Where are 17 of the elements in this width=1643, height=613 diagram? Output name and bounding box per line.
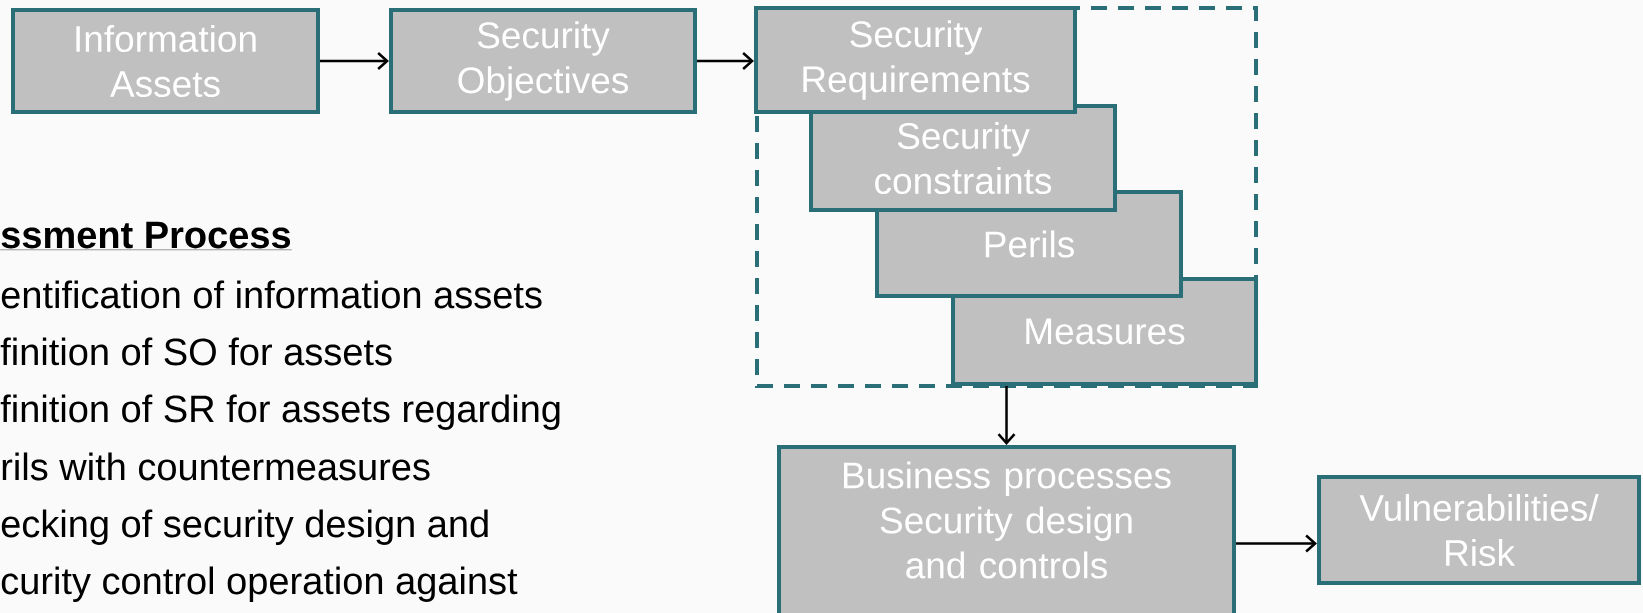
heading: ssment Process	[0, 221, 292, 250]
arrow	[320, 52, 389, 70]
process-box: Vulnerabilities/ Risk	[1317, 475, 1641, 585]
list-text: rils with countermeasures	[2, 452, 430, 481]
list-text: finition of SR for assets regarding	[0, 394, 560, 430]
process-box: Information Assets	[11, 8, 320, 114]
list-text: finition of SO for assets	[0, 337, 392, 366]
process-box: Security Objectives	[389, 8, 697, 114]
list-text: ecking of security design and	[1, 509, 488, 545]
arrow	[697, 52, 754, 70]
list-text: entification of information assets	[1, 280, 542, 309]
process-box: Security Requirements	[754, 6, 1077, 114]
arrow	[1236, 534, 1318, 553]
process-box: Business processes Security design and controls	[777, 445, 1236, 613]
arrow	[997, 386, 1016, 445]
list-text: curity control operation against	[1, 566, 518, 602]
process-box: Security constraints	[809, 104, 1117, 212]
